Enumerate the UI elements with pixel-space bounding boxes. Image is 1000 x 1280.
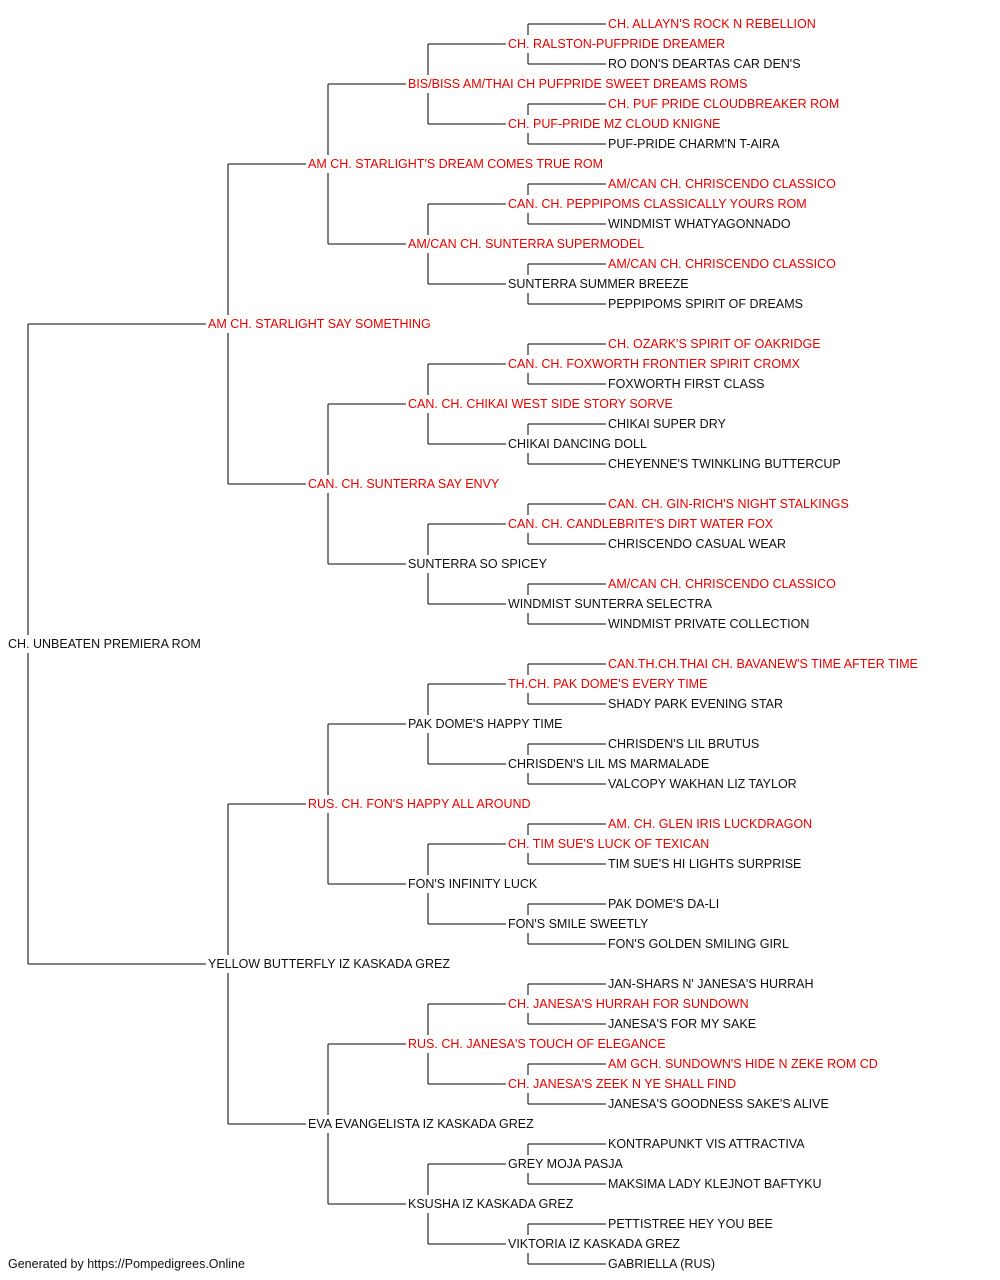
pedigree-dam-gen2: CAN. CH. SUNTERRA SAY ENVY (308, 477, 500, 491)
pedigree-dam-gen5: WINDMIST WHATYAGONNADO (608, 217, 791, 231)
pedigree-sire-gen5: AM. CH. GLEN IRIS LUCKDRAGON (608, 817, 813, 831)
pedigree-dam-gen5: JANESA'S GOODNESS SAKE'S ALIVE (608, 1097, 829, 1111)
pedigree-sire-gen3: PAK DOME'S HAPPY TIME (408, 717, 563, 731)
pedigree-sire-gen5: PAK DOME'S DA-LI (608, 897, 720, 911)
pedigree-sire-gen4: CAN. CH. FOXWORTH FRONTIER SPIRIT CROMX (508, 357, 800, 371)
pedigree-sire-gen4: CAN. CH. CANDLEBRITE'S DIRT WATER FOX (508, 517, 774, 531)
pedigree-sire-gen4: CH. JANESA'S HURRAH FOR SUNDOWN (508, 997, 749, 1011)
pedigree-sire-gen5: AM GCH. SUNDOWN'S HIDE N ZEKE ROM CD (608, 1057, 878, 1071)
pedigree-sire-gen5: AM/CAN CH. CHRISCENDO CLASSICO (608, 177, 836, 191)
pedigree-dam-gen5: PUF-PRIDE CHARM'N T-AIRA (608, 137, 780, 151)
pedigree-sire-gen5: AM/CAN CH. CHRISCENDO CLASSICO (608, 577, 836, 591)
pedigree-sire-gen5: PETTISTREE HEY YOU BEE (608, 1217, 773, 1231)
pedigree-sire-gen2: RUS. CH. FON'S HAPPY ALL AROUND (308, 797, 531, 811)
pedigree-sire-gen5: CH. PUF PRIDE CLOUDBREAKER ROM (608, 97, 840, 111)
pedigree-dam-gen4: VIKTORIA IZ KASKADA GREZ (508, 1237, 681, 1251)
pedigree-dam-gen5: TIM SUE'S HI LIGHTS SURPRISE (608, 857, 802, 871)
pedigree-dam-gen5: FON'S GOLDEN SMILING GIRL (608, 937, 789, 951)
pedigree-dam-gen5: SHADY PARK EVENING STAR (608, 697, 784, 711)
pedigree-sire-gen5: KONTRAPUNKT VIS ATTRACTIVA (608, 1137, 805, 1151)
pedigree-dam-gen4: CHIKAI DANCING DOLL (508, 437, 647, 451)
pedigree-dam-gen3: KSUSHA IZ KASKADA GREZ (408, 1197, 574, 1211)
pedigree-sire-gen4: CH. RALSTON-PUFPRIDE DREAMER (508, 37, 726, 51)
pedigree-dam-gen5: RO DON'S DEARTAS CAR DEN'S (608, 57, 801, 71)
pedigree-dam-gen2: EVA EVANGELISTA IZ KASKADA GREZ (308, 1117, 534, 1131)
pedigree-sire-gen4: TH.CH. PAK DOME'S EVERY TIME (508, 677, 708, 691)
pedigree-sire-gen4: CAN. CH. PEPPIPOMS CLASSICALLY YOURS ROM (508, 197, 807, 211)
pedigree-dam-gen3: FON'S INFINITY LUCK (408, 877, 538, 891)
pedigree-dam-gen5: JANESA'S FOR MY SAKE (608, 1017, 757, 1031)
pedigree-dam-gen5: MAKSIMA LADY KLEJNOT BAFTYKU (608, 1177, 822, 1191)
generator-credit: Generated by https://Pompedigrees.Online (8, 1257, 245, 1271)
pedigree-sire-gen3: CAN. CH. CHIKAI WEST SIDE STORY SORVE (408, 397, 673, 411)
pedigree-sire-gen3: RUS. CH. JANESA'S TOUCH OF ELEGANCE (408, 1037, 666, 1051)
pedigree-dam-gen3: SUNTERRA SO SPICEY (408, 557, 547, 571)
pedigree-dam-gen4: CH. PUF-PRIDE MZ CLOUD KNIGNE (508, 117, 721, 131)
pedigree-sire-gen5: AM/CAN CH. CHRISCENDO CLASSICO (608, 257, 836, 271)
pedigree-dam-gen4: CH. JANESA'S ZEEK N YE SHALL FIND (508, 1077, 737, 1091)
pedigree-dam-gen5: VALCOPY WAKHAN LIZ TAYLOR (608, 777, 797, 791)
pedigree-dam-gen5: FOXWORTH FIRST CLASS (608, 377, 765, 391)
pedigree-dam-gen4: SUNTERRA SUMMER BREEZE (508, 277, 689, 291)
pedigree-dam-gen4: CHRISDEN'S LIL MS MARMALADE (508, 757, 710, 771)
pedigree-sire-gen5: CH. ALLAYN'S ROCK N REBELLION (608, 17, 816, 31)
pedigree-dam-gen4: FON'S SMILE SWEETLY (508, 917, 649, 931)
pedigree-sire-gen5: CHRISDEN'S LIL BRUTUS (608, 737, 760, 751)
pedigree-sire-gen5: JAN-SHARS N' JANESA'S HURRAH (608, 977, 814, 991)
pedigree-dam-gen3: AM/CAN CH. SUNTERRA SUPERMODEL (408, 237, 645, 251)
pedigree-sire-gen1: AM CH. STARLIGHT SAY SOMETHING (208, 317, 431, 331)
pedigree-sire-gen2: AM CH. STARLIGHT'S DREAM COMES TRUE ROM (308, 157, 604, 171)
pedigree-subject-gen0: CH. UNBEATEN PREMIERA ROM (8, 637, 201, 651)
pedigree-dam-gen4: WINDMIST SUNTERRA SELECTRA (508, 597, 712, 611)
pedigree-sire-gen5: CH. OZARK'S SPIRIT OF OAKRIDGE (608, 337, 821, 351)
pedigree-sire-gen5: CHIKAI SUPER DRY (608, 417, 726, 431)
pedigree-sire-gen4: GREY MOJA PASJA (508, 1157, 623, 1171)
pedigree-dam-gen5: CHEYENNE'S TWINKLING BUTTERCUP (608, 457, 841, 471)
pedigree-dam-gen5: CHRISCENDO CASUAL WEAR (608, 537, 787, 551)
pedigree-sire-gen4: CH. TIM SUE'S LUCK OF TEXICAN (508, 837, 710, 851)
pedigree-sire-gen5: CAN.TH.CH.THAI CH. BAVANEW'S TIME AFTER … (608, 657, 918, 671)
pedigree-sire-gen5: CAN. CH. GIN-RICH'S NIGHT STALKINGS (608, 497, 849, 511)
pedigree-dam-gen1: YELLOW BUTTERFLY IZ KASKADA GREZ (208, 957, 450, 971)
pedigree-dam-gen5: WINDMIST PRIVATE COLLECTION (608, 617, 810, 631)
pedigree-sire-gen3: BIS/BISS AM/THAI CH PUFPRIDE SWEET DREAM… (408, 77, 748, 91)
pedigree-dam-gen5: GABRIELLA (RUS) (608, 1257, 715, 1271)
pedigree-dam-gen5: PEPPIPOMS SPIRIT OF DREAMS (608, 297, 803, 311)
